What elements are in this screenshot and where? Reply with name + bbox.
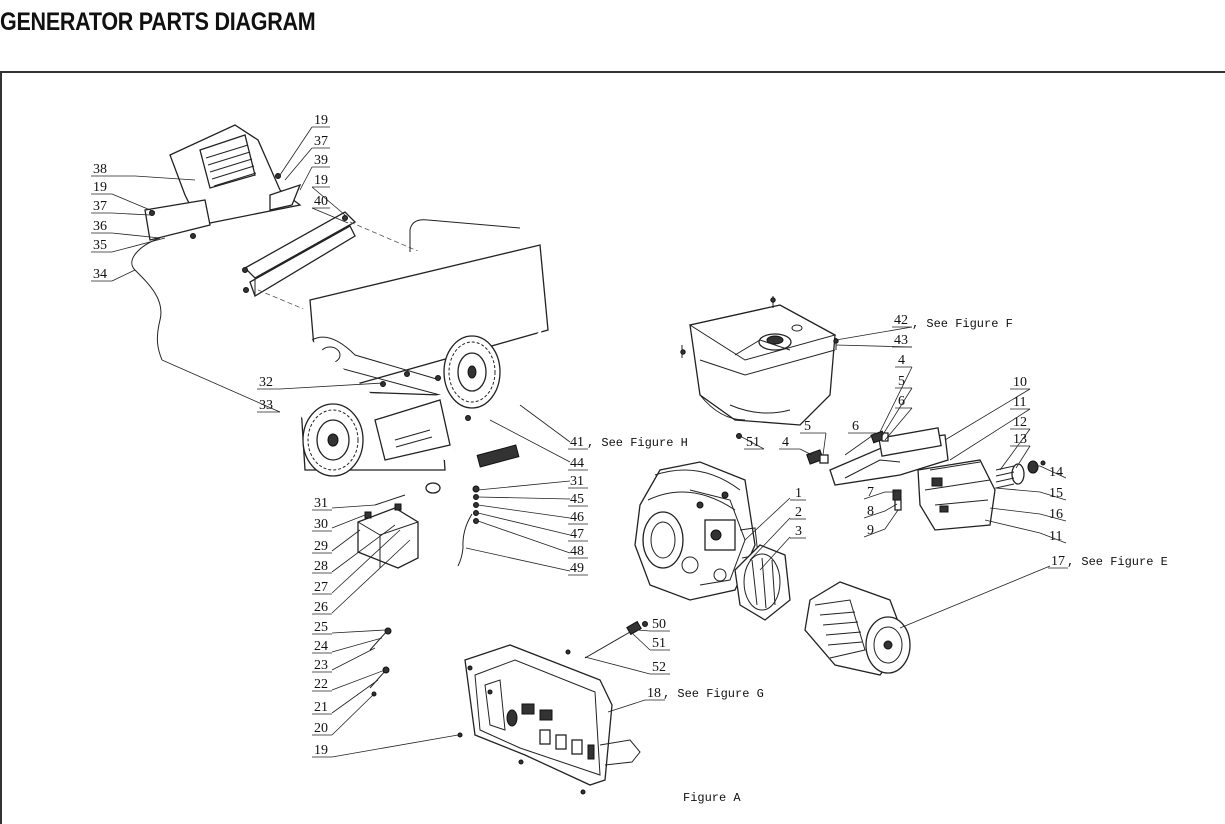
page-title: GENERATOR PARTS DIAGRAM	[0, 8, 316, 36]
alternator	[804, 581, 911, 676]
handle-assembly	[144, 124, 302, 241]
callout-11: 11	[1049, 529, 1062, 544]
callout-26: 26	[314, 600, 328, 615]
rod-50-52	[565, 620, 648, 659]
callout-46: 46	[570, 510, 584, 525]
engine	[634, 461, 759, 601]
callout-19: 19	[93, 180, 107, 195]
callout-15: 15	[1049, 486, 1063, 501]
callout-19: 19	[314, 113, 328, 128]
wire-45-49	[457, 485, 480, 567]
header-rule	[0, 71, 1225, 73]
callout-42-note: , See Figure F	[912, 317, 1013, 331]
callout-24: 24	[314, 639, 328, 654]
callout-21: 21	[314, 700, 328, 715]
fuel-tank	[680, 296, 839, 426]
callout-19: 19	[314, 173, 328, 188]
callout-4: 4	[898, 353, 905, 368]
frame-assembly	[298, 219, 557, 494]
callout-23: 23	[314, 658, 328, 673]
callout-40: 40	[314, 194, 328, 209]
callout-41-note: , See Figure H	[587, 436, 688, 450]
callout-17: 17	[1051, 554, 1065, 569]
callout-12: 12	[1013, 415, 1027, 430]
callout-22: 22	[314, 677, 328, 692]
cover-assembly	[829, 427, 1046, 531]
callout-8: 8	[867, 504, 874, 519]
bolts-20-25	[369, 627, 392, 697]
callout-39: 39	[314, 153, 328, 168]
callout-9: 9	[867, 523, 874, 538]
callout-37: 37	[314, 134, 328, 149]
callout-10: 10	[1013, 375, 1027, 390]
callout-18: 18	[647, 686, 661, 701]
callout-30: 30	[314, 517, 328, 532]
wheel-left	[302, 403, 364, 477]
control-panel	[457, 644, 641, 795]
parts-7-8-9	[892, 489, 902, 511]
callout-35: 35	[93, 238, 107, 253]
callout-37: 37	[93, 199, 107, 214]
callout-49: 49	[570, 561, 584, 576]
callout-25: 25	[314, 620, 328, 635]
callout-labels: 19 37 39 19 40 38 19 37 36 35 34 32 33 4…	[91, 113, 1168, 758]
callout-41: 41	[570, 435, 584, 450]
callout-48: 48	[570, 544, 584, 559]
callout-51: 51	[652, 636, 666, 651]
callout-6: 6	[898, 394, 905, 409]
wheel-right	[443, 335, 501, 409]
callout-13: 13	[1013, 432, 1027, 447]
callout-45: 45	[570, 492, 584, 507]
callout-2: 2	[795, 505, 802, 520]
figure-caption: Figure A	[683, 791, 741, 805]
callout-38: 38	[93, 162, 107, 177]
callout-4: 4	[782, 435, 789, 450]
callout-34: 34	[93, 267, 107, 282]
callout-6: 6	[852, 419, 859, 434]
leader-lines	[111, 126, 1051, 758]
callout-16: 16	[1049, 507, 1063, 522]
callout-36: 36	[93, 219, 107, 234]
frame-border	[0, 71, 2, 824]
callout-29: 29	[314, 539, 328, 554]
callout-1: 1	[795, 486, 802, 501]
callout-42: 42	[894, 313, 908, 328]
callout-7: 7	[867, 485, 874, 500]
callout-19: 19	[314, 743, 328, 758]
callout-5: 5	[898, 374, 905, 389]
callout-27: 27	[314, 580, 328, 595]
bracket-40	[242, 211, 357, 297]
callout-31: 31	[314, 496, 328, 511]
fan-housing	[734, 544, 791, 621]
callout-18-note: , See Figure G	[663, 687, 764, 701]
callout-5: 5	[804, 419, 811, 434]
callout-47: 47	[570, 527, 584, 542]
callout-14: 14	[1049, 465, 1063, 480]
cable-34	[131, 237, 163, 361]
callout-44: 44	[570, 456, 584, 471]
callout-17-note: , See Figure E	[1067, 555, 1168, 569]
callout-43: 43	[894, 333, 908, 348]
battery	[357, 494, 419, 569]
callout-11: 11	[1013, 395, 1026, 410]
callout-51: 51	[746, 435, 760, 450]
callout-32: 32	[259, 375, 273, 390]
callout-50: 50	[652, 617, 666, 632]
callout-31: 31	[570, 474, 584, 489]
callout-20: 20	[314, 721, 328, 736]
callout-33: 33	[259, 398, 273, 413]
callout-28: 28	[314, 559, 328, 574]
callout-52: 52	[652, 660, 666, 675]
callout-3: 3	[795, 524, 802, 539]
